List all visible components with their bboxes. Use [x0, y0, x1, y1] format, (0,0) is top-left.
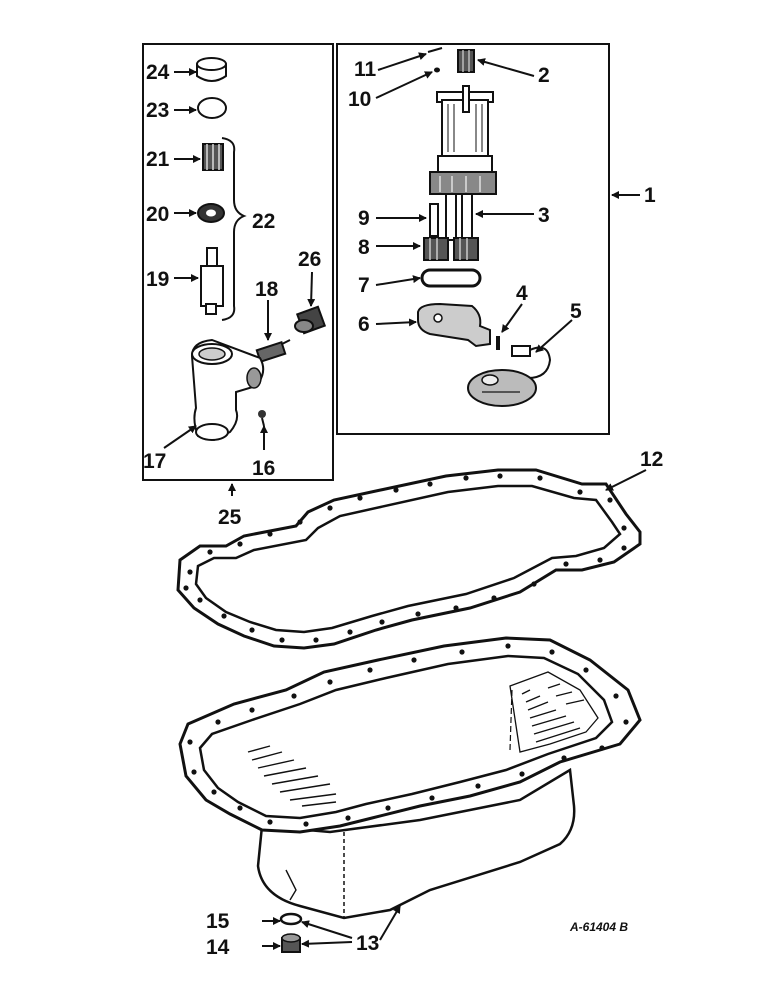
callout-16: 16: [252, 457, 275, 480]
callout-6: 6: [358, 313, 370, 336]
reference-code: A-61404 B: [569, 920, 628, 934]
callout-2: 2: [538, 64, 550, 87]
part-11-pin: [427, 47, 443, 53]
oil-pan: [178, 636, 642, 920]
part-15-washer: [279, 912, 303, 926]
part-7-gasket: [420, 268, 482, 288]
callout-14: 14: [206, 936, 230, 959]
callout-7: 7: [358, 274, 370, 297]
part-9-shaft: [429, 203, 439, 237]
callout-22: 22: [252, 210, 275, 233]
right-inset-frame: [336, 43, 610, 435]
part-16-screw: [258, 410, 266, 427]
callout-26: 26: [298, 248, 321, 271]
part-3-pump-body: [429, 85, 497, 241]
callout-8: 8: [358, 236, 370, 259]
callout-4: 4: [516, 282, 528, 305]
part-8-gears: [423, 237, 479, 261]
part-21-gear: [202, 143, 224, 171]
left-inset-frame: [142, 43, 334, 481]
part-17-housing: [190, 338, 265, 442]
callout-23: 23: [146, 99, 169, 122]
callout-19: 19: [146, 268, 169, 291]
callout-11: 11: [354, 58, 377, 81]
callout-15: 15: [206, 910, 230, 933]
callout-13: 13: [356, 932, 379, 955]
callout-9: 9: [358, 207, 370, 230]
part-26-fitting: [294, 305, 327, 335]
callout-1: 1: [644, 184, 656, 207]
part-19-shaft: [200, 247, 224, 315]
part-4-pin: [496, 336, 500, 350]
callout-18: 18: [255, 278, 279, 301]
part-12-pan-gasket: [176, 468, 642, 650]
callout-20: 20: [146, 203, 169, 226]
callout-12: 12: [640, 448, 663, 471]
part-20-washer: [197, 203, 225, 223]
callout-25: 25: [218, 506, 242, 529]
part-14-drain-plug: [281, 933, 301, 953]
callout-24: 24: [146, 61, 170, 84]
callout-3: 3: [538, 204, 550, 227]
part-2-gear: [457, 49, 475, 73]
callout-17: 17: [143, 450, 166, 473]
callout-10: 10: [348, 88, 371, 111]
callout-5: 5: [570, 300, 582, 323]
part-6-cover: [417, 302, 491, 348]
part-24-cap: [196, 57, 227, 82]
callout-21: 21: [146, 148, 170, 171]
part-5-screen: [467, 345, 552, 407]
part-18-valve: [255, 339, 291, 363]
part-23-ring: [197, 97, 227, 119]
brace-22: [221, 137, 247, 321]
part-10-key: [434, 67, 440, 73]
